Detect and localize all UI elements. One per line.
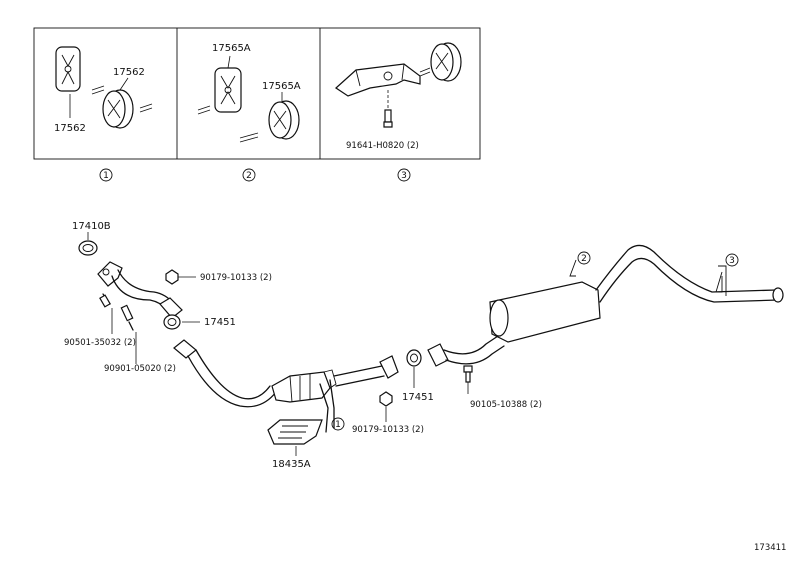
hanger-rubber-icon xyxy=(430,42,462,82)
center-pipe xyxy=(427,335,505,367)
inset-1-label-b: 17562 xyxy=(54,123,86,134)
inset-2-label-a: 17565A xyxy=(212,43,251,54)
callout-bolt: 90901-05020 (2) xyxy=(104,364,176,374)
inset-3-label: 91641-H0820 (2) xyxy=(346,141,419,151)
hanger-rubber-icon xyxy=(55,46,81,92)
inset-2-label-b: 17565A xyxy=(262,81,301,92)
converter-inlet-flange xyxy=(173,339,197,359)
hanger-marker-2 xyxy=(577,251,591,265)
inset-marker-3 xyxy=(397,168,411,182)
bolt-icon xyxy=(463,365,473,383)
inset-marker-2-label: 2 xyxy=(246,171,252,181)
callout-17451-right: 17451 xyxy=(402,392,434,403)
gasket-17451-icon xyxy=(163,314,181,330)
tail-pipe xyxy=(569,244,784,303)
converter-body xyxy=(271,371,331,403)
stud-icon xyxy=(99,293,111,308)
inset-2: 17565A 17565A xyxy=(197,43,301,143)
hanger-rubber-icon xyxy=(102,89,134,129)
bolt-icon xyxy=(383,90,393,128)
inset-marker-1 xyxy=(99,168,113,182)
inset-1-label-a: 17562 xyxy=(113,67,145,78)
callout-nut-top: 90179-10133 (2) xyxy=(200,273,272,283)
hanger-marker-3-label: 3 xyxy=(729,256,735,266)
tail-pipe-tip xyxy=(772,287,784,303)
inset-frame xyxy=(33,27,481,160)
inset-marker-2 xyxy=(242,168,256,182)
hanger-marker-2-label: 2 xyxy=(581,254,587,264)
callout-bolt-right: 90105-10388 (2) xyxy=(470,400,542,410)
front-pipe xyxy=(97,261,183,319)
gasket-17451-icon xyxy=(406,349,422,367)
hanger-rubber-icon xyxy=(214,67,242,113)
callout-stud: 90501-35032 (2) xyxy=(64,338,136,348)
bolt-icon xyxy=(120,304,134,331)
callout-17451-mid: 17451 xyxy=(204,317,236,328)
catalytic-converter xyxy=(173,339,399,433)
muffler xyxy=(489,281,601,343)
callout-nut-bottom: 90179-10133 (2) xyxy=(352,425,424,435)
center-pipe-flange xyxy=(427,343,449,367)
heat-shield-icon xyxy=(267,419,323,445)
hanger-marker-1 xyxy=(331,417,345,431)
front-flange xyxy=(97,261,123,287)
inset-marker-1-label: 1 xyxy=(103,171,109,181)
front-pipe-flange xyxy=(159,297,183,319)
callout-17410b: 17410B xyxy=(72,221,111,232)
nut-icon xyxy=(165,269,179,285)
inset-markers: 1 2 3 xyxy=(99,168,411,182)
inset-panels xyxy=(33,27,481,160)
hanger-rubber-icon xyxy=(268,100,300,140)
figure-number: 173411 xyxy=(754,543,786,553)
hanger-marker-1-label: 1 xyxy=(335,420,341,430)
nut-icon xyxy=(379,391,393,407)
converter-outlet-flange xyxy=(379,355,399,379)
bracket-icon xyxy=(335,63,421,97)
inset-marker-3-label: 3 xyxy=(401,171,407,181)
callout-18435a: 18435A xyxy=(272,459,311,470)
inset-1: 17562 17562 xyxy=(54,46,153,134)
gasket-17410b-icon xyxy=(78,240,98,256)
hanger-marker-3 xyxy=(725,253,739,267)
inset-3: 91641-H0820 (2) xyxy=(335,42,462,151)
